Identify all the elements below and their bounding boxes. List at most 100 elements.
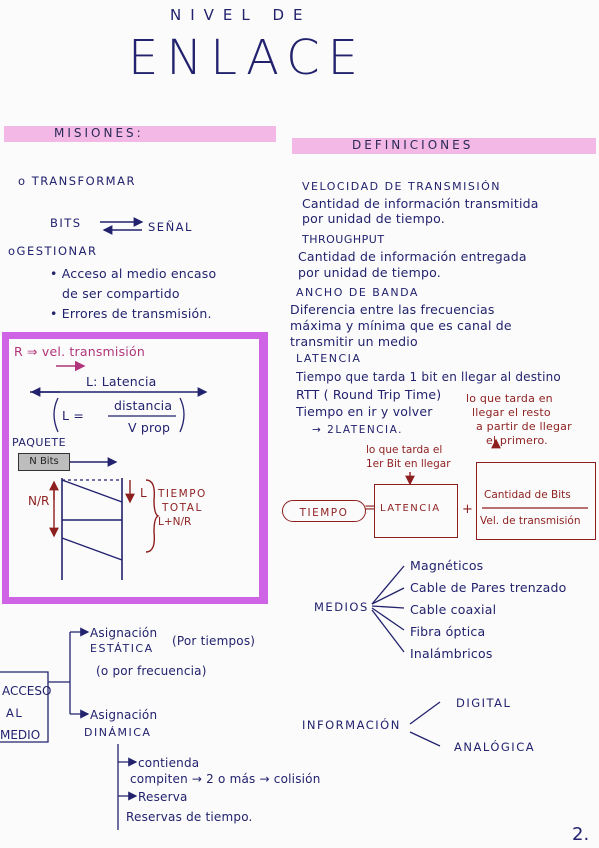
medios-branch (371, 587, 405, 605)
formula-paren-left (53, 397, 59, 433)
estatica-1: Asignación (90, 626, 158, 640)
def-line: Tiempo que tarda 1 bit en llegar al dest… (296, 370, 561, 384)
medios-item: Cable de Pares trenzado (410, 580, 567, 595)
tiempo-plus: + (462, 502, 473, 517)
tiempo-total-1: TIEMPO (158, 488, 207, 500)
l-label: L (140, 486, 147, 500)
misiones-band (4, 126, 276, 142)
def-line: por unidad de tiempo. (298, 265, 441, 280)
rtt-arrow-value: → 2LATENCIA. (312, 424, 403, 436)
nbits-label: N Bits (29, 456, 59, 467)
misiones-transformar: o TRANSFORMAR (18, 174, 136, 188)
last-bit-line (61, 537, 123, 561)
medios-item: Magnéticos (410, 558, 484, 573)
dinamica-1: Asignación (90, 708, 158, 722)
def-line: Diferencia entre las frecuencias (290, 302, 495, 317)
cantidad-box (476, 462, 596, 540)
section-misiones: MISIONES: (54, 126, 144, 140)
def-term-velocidad: VELOCIDAD DE TRANSMISIÓN (302, 180, 501, 193)
reserva-label: Reserva (138, 790, 188, 804)
nr-label: N/R (28, 494, 50, 508)
def-term-throughput: THROUGHPUT (302, 233, 385, 246)
tiempo-total-brace (145, 479, 160, 553)
formula-num: distancia (114, 398, 173, 413)
bullet-icon: o (18, 174, 32, 188)
formula-den: V prop (128, 420, 171, 435)
arrow-right-icon: → (191, 772, 207, 786)
tiempo-note-2: 1er Bit en llegar (366, 458, 451, 470)
medios-branch (371, 565, 405, 605)
colision-label: colisión (273, 772, 321, 786)
latencia-box-label: LATENCIA (380, 503, 441, 514)
estatica-note-1: (Por tiempos) (172, 634, 256, 648)
bits-label: BITS (50, 216, 82, 230)
medios-item: Fibra óptica (410, 624, 486, 639)
diagram-rule: R ⇒ vel. transmisión (14, 344, 145, 359)
first-bit-line (61, 479, 123, 503)
misiones-item-text: Errores de transmisión. (61, 306, 212, 321)
medios-branch (371, 605, 405, 609)
transformar-label: TRANSFORMAR (31, 174, 136, 188)
nbits-packet: N Bits (18, 453, 70, 471)
section-definiciones: DEFINICIONES (352, 138, 474, 152)
tiempo-eq: = (364, 500, 376, 516)
estatica-note-2: (o por frecuencia) (96, 664, 207, 678)
rtt-note-4: el primero. (486, 434, 548, 447)
acceso-label-2: AL (6, 706, 24, 720)
reservas-label: Reservas de tiempo. (126, 810, 253, 824)
misiones-item-2: • Errores de transmisión. (50, 306, 212, 321)
rtt-term: RTT ( Round Trip Time) (296, 387, 442, 402)
def-line: Cantidad de información transmitida (302, 196, 539, 211)
rtt-note-3: a partir de llegar (476, 420, 572, 433)
page-title: ENLACE (128, 30, 366, 86)
cantidad-num: Cantidad de Bits (484, 489, 571, 501)
latency-label: L: Latencia (86, 374, 157, 389)
cantidad-den: Vel. de transmisión (480, 515, 581, 527)
acceso-bracket (0, 671, 49, 743)
gestionar-label: GESTIONAR (16, 244, 98, 258)
tiempo-total-2: TOTAL (162, 502, 203, 514)
dosomas-label: 2 o más (206, 772, 256, 786)
def-line: máxima y mínima que es canal de (290, 318, 512, 333)
def-line: transmitir un medio (290, 334, 418, 349)
acceso-label-1: ACCESO (2, 684, 52, 698)
digital-label: DIGITAL (456, 696, 512, 710)
medios-branch (371, 607, 405, 631)
compiten-row: compiten → 2 o más → colisión (130, 772, 321, 786)
tiempo-note-1: lo que tarda el (366, 444, 443, 456)
rtt-note-1: lo que tarda en (466, 392, 553, 405)
latency-diagram-box (2, 332, 268, 604)
def-line: Cantidad de información entregada (298, 249, 527, 264)
def-term-ancho-banda: ANCHO DE BANDA (296, 286, 419, 299)
formula-paren-right (179, 397, 185, 433)
tiempo-total-3: L+N/R (158, 516, 192, 528)
misiones-gestionar: oGESTIONAR (8, 244, 97, 258)
informacion-label: INFORMACIÓN (302, 718, 401, 732)
def-term-latencia: LATENCIA (296, 352, 362, 365)
medios-label: MEDIOS (314, 600, 369, 614)
rtt-2latencia: 2LATENCIA. (327, 424, 403, 436)
medios-item: Inalámbricos (410, 646, 493, 661)
tiempo-oval: TIEMPO (282, 500, 366, 522)
contienda-label: contienda (138, 756, 200, 770)
estatica-2: ESTÁTICA (90, 642, 154, 655)
arrow-right-icon: → (259, 772, 274, 786)
latencia-box (374, 484, 458, 538)
senal-label: SEÑAL (148, 220, 193, 234)
acceso-label-3: MEDIO (0, 728, 41, 742)
digital-branch (409, 701, 441, 725)
analogica-label: ANALÓGICA (454, 740, 536, 754)
paquete-label: PAQUETE (12, 436, 67, 449)
analogica-branch (409, 731, 441, 747)
title-line1: NIVEL DE (170, 6, 312, 24)
page-number: 2. (572, 824, 590, 845)
bullet-icon: o (8, 244, 17, 258)
misiones-item-text: Acceso al medio encaso (61, 266, 217, 281)
misiones-item-1: • Acceso al medio encaso (50, 266, 217, 281)
medios-branch (371, 609, 405, 653)
misiones-item-1b: de ser compartido (62, 286, 180, 301)
medios-item: Cable coaxial (410, 602, 497, 617)
definiciones-band (292, 138, 596, 154)
rtt-line: Tiempo en ir y volver (296, 404, 433, 419)
